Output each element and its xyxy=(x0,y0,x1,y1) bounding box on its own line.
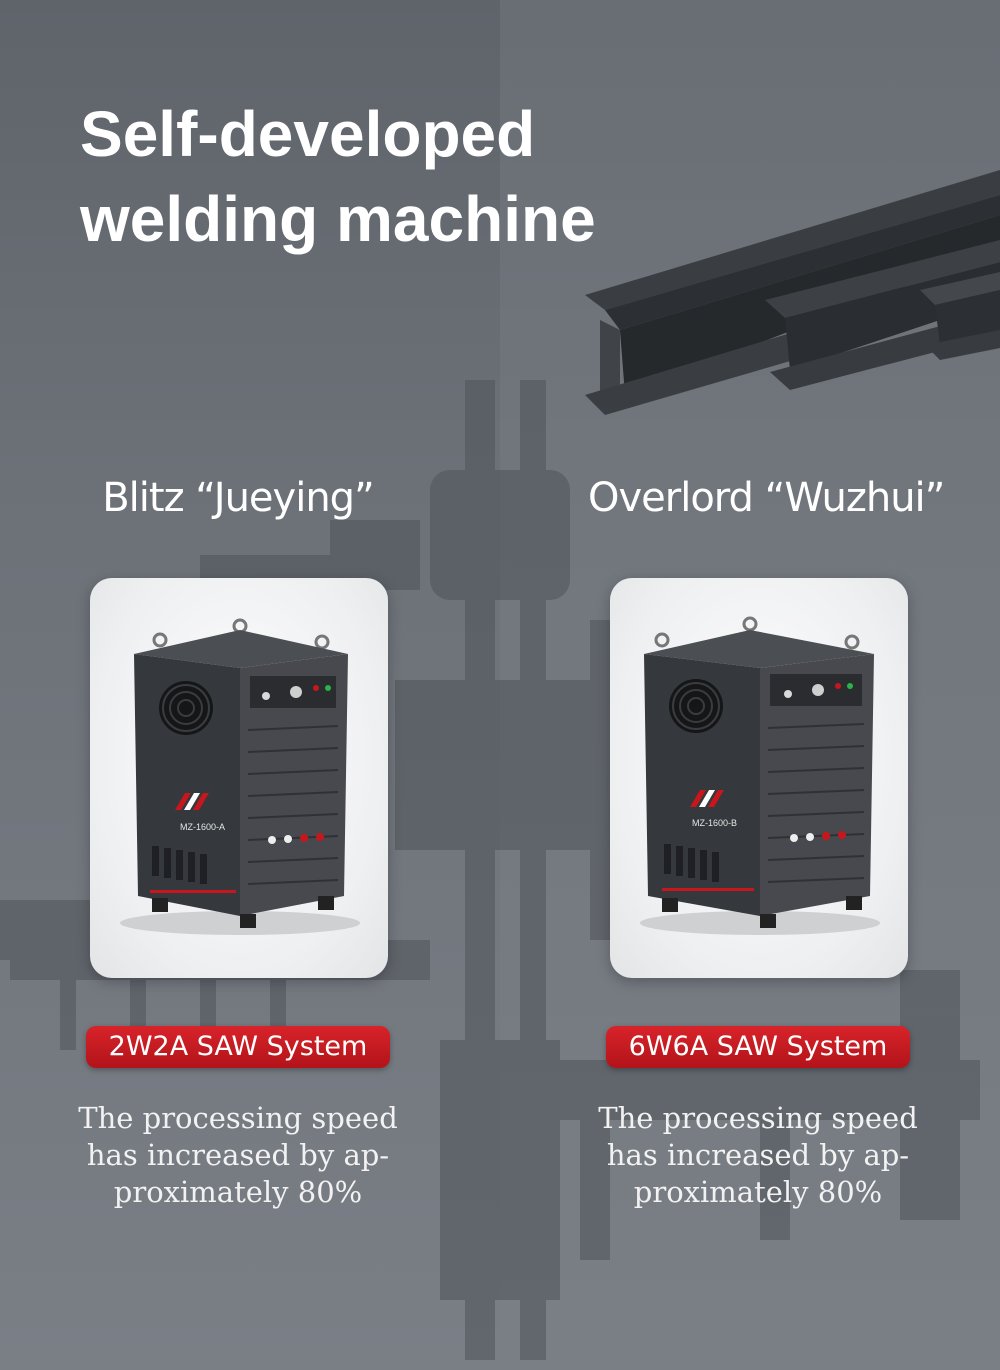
desc-line-3: proximately 80% xyxy=(113,1175,363,1209)
desc-line-1: The processing speed xyxy=(78,1101,398,1135)
desc-line-3: proximately 80% xyxy=(633,1175,883,1209)
title-line-1: Self-developed xyxy=(80,98,536,170)
product-image-card[interactable]: MZ-1600-A xyxy=(90,578,388,978)
product-description: The processing speed has increased by ap… xyxy=(68,1100,408,1211)
title-line-2: welding machine xyxy=(80,183,596,255)
desc-line-1: The processing speed xyxy=(598,1101,918,1135)
product-description: The processing speed has increased by ap… xyxy=(588,1100,928,1211)
product-image-card[interactable]: MZ-1600-B xyxy=(610,578,908,978)
welding-machine-illustration: MZ-1600-B xyxy=(640,616,880,935)
product-card-wuzhui: Overlord “Wuzhui” MZ-1600-B xyxy=(588,470,945,1209)
fan-icon xyxy=(669,679,723,733)
system-badge: 2W2A SAW System xyxy=(86,1026,390,1068)
system-badge: 6W6A SAW System xyxy=(606,1026,910,1068)
fan-icon xyxy=(159,681,213,735)
model-label: MZ-1600-B xyxy=(692,818,737,828)
desc-line-2: has increased by ap- xyxy=(606,1138,910,1172)
steel-beam-icon xyxy=(585,170,1000,415)
model-label: MZ-1600-A xyxy=(180,822,225,832)
welding-machine-illustration: MZ-1600-A xyxy=(120,618,360,935)
page-title: Self-developed welding machine xyxy=(80,92,596,262)
product-card-jueying: Blitz “Jueying” xyxy=(68,470,408,1209)
product-name: Blitz “Jueying” xyxy=(102,475,375,521)
product-name: Overlord “Wuzhui” xyxy=(588,475,945,521)
desc-line-2: has increased by ap- xyxy=(86,1138,390,1172)
gantry-silhouette xyxy=(0,380,980,1360)
